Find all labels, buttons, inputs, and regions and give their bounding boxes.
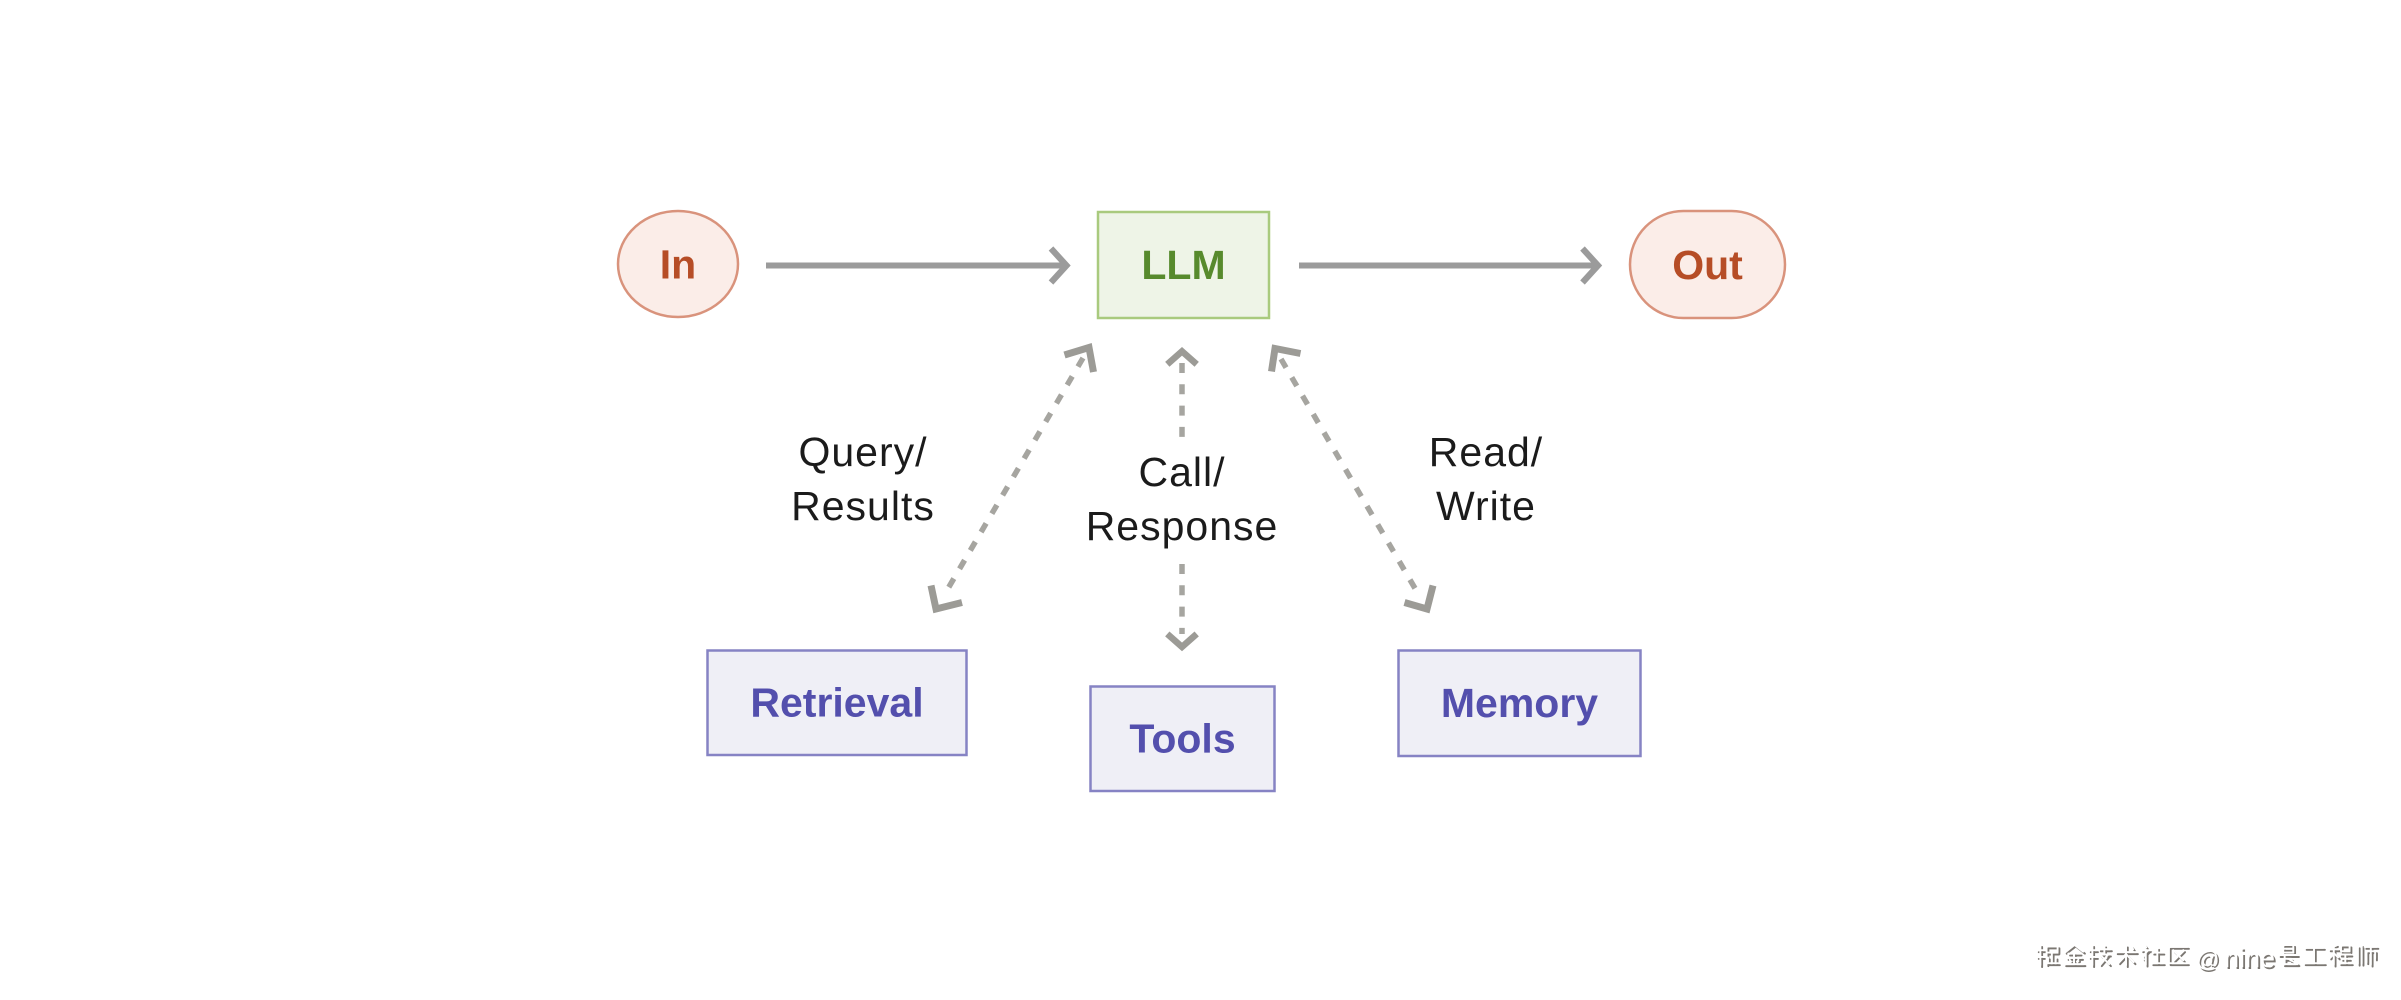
svg-text:LLM: LLM [1141,242,1225,288]
svg-text:Call/: Call/ [1138,449,1225,495]
svg-text:Query/: Query/ [798,429,927,475]
svg-text:Retrieval: Retrieval [750,680,923,726]
svg-text:Results: Results [791,483,935,529]
svg-text:Tools: Tools [1129,716,1235,762]
svg-text:Read/: Read/ [1429,429,1543,475]
svg-text:Write: Write [1436,483,1536,529]
svg-text:Memory: Memory [1441,680,1598,726]
svg-text:Out: Out [1672,242,1743,288]
svg-text:Response: Response [1086,503,1279,549]
svg-text:In: In [660,242,696,288]
